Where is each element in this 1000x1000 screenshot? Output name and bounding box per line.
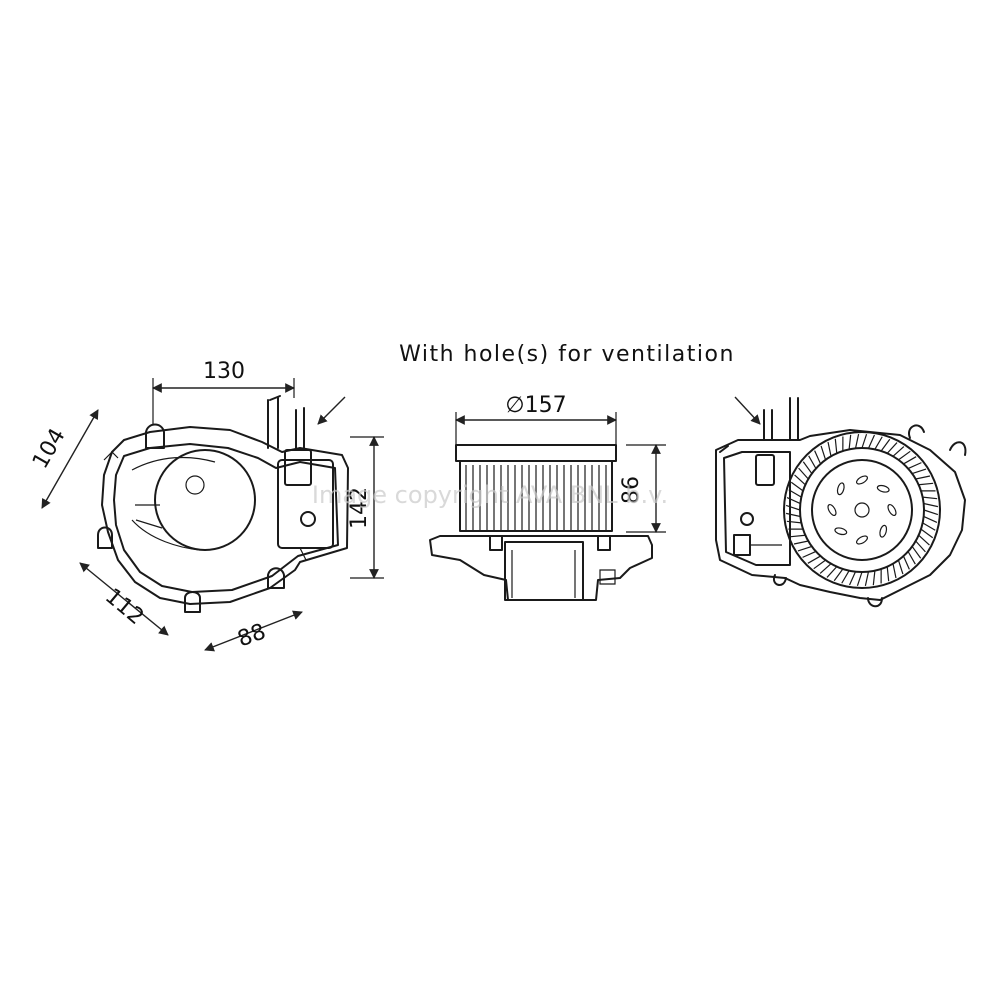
ventilation-hole [834,527,848,536]
blade-line [813,559,826,570]
ventilation-hole [855,475,869,485]
blade-line [786,496,801,505]
blade-line [841,570,850,584]
dim-height-right: 142 [347,487,372,529]
blade-line [864,571,870,587]
dim-width-top: 130 [203,359,245,384]
blade-line [790,481,804,492]
blade-line [848,434,852,450]
blade-line [915,475,931,480]
ventilation-hole [855,535,869,545]
blade-line [827,441,832,457]
blade-line [886,566,890,582]
blade-line [918,482,934,486]
blade-line [892,446,905,457]
blade-line [785,504,801,511]
blade-line [790,534,806,538]
ventilation-hole [836,482,845,496]
blade-line [872,570,876,586]
blade-line [848,571,857,586]
blade-line [907,462,922,470]
left-view [97,395,349,613]
blade-line [788,489,802,498]
blade-line [892,563,897,579]
blade-line [802,550,817,558]
blade-line [833,568,844,582]
middle-view-dimensions: ∅157 86 [455,393,666,533]
blade-line [807,555,821,564]
ventilation-hole [879,524,888,538]
blade-line [798,467,809,480]
blade-line [923,502,939,508]
blade-line [903,456,917,465]
blade-line [861,433,868,449]
right-view-arrow [734,396,761,425]
blade-line [834,438,838,454]
blade-line [880,438,891,452]
blade-line [786,520,802,524]
right-view [715,397,967,608]
blade-line [920,528,934,539]
blade-line [923,515,938,524]
blade-line [911,468,927,475]
blade-line [907,551,916,565]
blade-line [814,450,822,465]
blade-line [915,540,926,553]
watermark: Image copyright AVA BNL b.v. [312,481,668,509]
blade-line [902,555,910,570]
blade-line [785,512,801,518]
blade-line [874,436,883,450]
fan-blades [785,433,939,587]
ventilation-hole [827,503,837,517]
blade-line [797,545,813,552]
dim-diameter: ∅157 [505,393,566,418]
blade-line [911,546,922,559]
blade-line [793,540,809,545]
blade-line [808,455,817,469]
blade-line [898,450,911,461]
dim-bottom-left: 112 [100,584,148,630]
blade-line [794,474,806,486]
ventilation-hole [876,484,890,493]
blade-line [923,509,939,516]
blade-line [856,571,863,587]
blade-line [918,534,930,546]
ventilation-hole [887,503,897,517]
fan-fins [465,465,607,530]
blade-line [922,522,936,531]
middle-view [429,444,653,601]
blade-line [922,496,938,500]
blade-line [867,434,876,449]
blade-line [886,442,898,454]
dim-depth-left: 104 [28,424,71,473]
dim-bottom-mid: 88 [234,619,269,652]
blade-line [897,559,904,575]
blade-line [819,563,832,574]
ventilation-note: With hole(s) for ventilation [399,342,735,367]
dim-height-side: 86 [619,476,644,504]
ventilation-holes [827,475,897,545]
blade-line [820,445,827,461]
blade-line [826,566,838,578]
blade-line [854,433,860,449]
blade-line [802,461,813,474]
